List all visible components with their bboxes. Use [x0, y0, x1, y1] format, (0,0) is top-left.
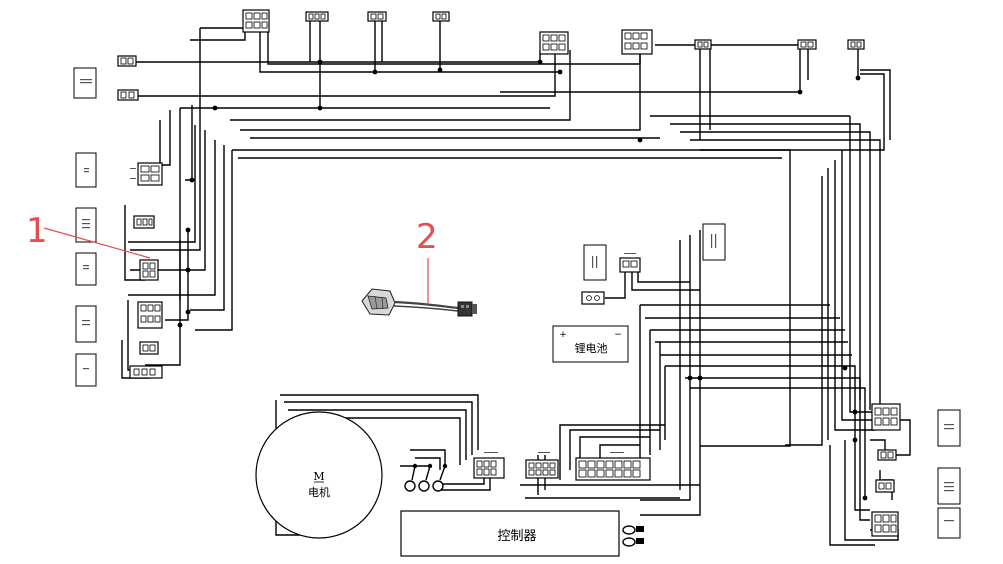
connector-controller-b: [575, 457, 651, 481]
left-box-2: [75, 152, 97, 188]
motor-symbol: M: [313, 470, 324, 483]
connector-left-1: [117, 55, 137, 67]
connector-charge-socket: [581, 291, 605, 305]
right-box-3: [937, 507, 961, 539]
controller-box: [400, 510, 620, 557]
connector-left-2: [117, 89, 139, 101]
connector-left-4: [139, 259, 159, 281]
battery-minus: −: [614, 330, 622, 340]
connector-top-5: [539, 31, 569, 55]
motor-label: 电机: [308, 485, 330, 499]
connector-left-5: [137, 301, 163, 329]
left-box-3: [75, 207, 97, 243]
connector-right-1: [871, 403, 901, 431]
controller: 控制器: [400, 510, 644, 557]
left-box-6: [75, 353, 97, 387]
connector-top-4: [432, 11, 450, 22]
connector-left-7: [129, 365, 163, 379]
connector-top-6: [621, 29, 653, 55]
connector-left-switch: [137, 162, 163, 186]
connector-top-3: [367, 11, 387, 22]
motor-phase-terminals: [404, 465, 446, 492]
battery-plus: +: [559, 330, 567, 340]
connector-controller-a: [525, 459, 559, 479]
battery-box: [552, 325, 629, 363]
controller-label: 控制器: [497, 529, 536, 544]
controller-power-terminals: [622, 525, 644, 547]
connector-top-9: [847, 39, 865, 50]
connector-top-7: [694, 39, 712, 50]
wire-harness: [120, 20, 911, 546]
connector-charge-port: [619, 257, 641, 273]
component-boxes: [73, 67, 961, 539]
connector-top-2: [305, 11, 329, 22]
callout-2: 2: [416, 217, 438, 257]
motor: M 电机: [255, 411, 446, 539]
connector-right-4: [871, 511, 899, 537]
connector-right-2: [877, 449, 897, 461]
battery-label: 锂电池: [575, 341, 608, 355]
battery: + − 锂电池: [552, 325, 629, 363]
charge-box: [583, 244, 607, 281]
junction-dots: [177, 59, 868, 501]
harness-part-2: [361, 288, 477, 317]
connector-left-6: [139, 341, 159, 355]
connector-top-1: [242, 9, 270, 33]
mid-right-box: [702, 223, 726, 261]
connector-top-8: [797, 39, 817, 50]
connector-right-3: [875, 479, 895, 493]
motor-circle: [255, 411, 383, 539]
connector-motor-hall: [473, 457, 505, 479]
connector-left-3: [133, 215, 155, 229]
callouts: 1 2: [26, 211, 438, 304]
callout-1: 1: [26, 211, 48, 251]
connectors: [117, 9, 901, 537]
